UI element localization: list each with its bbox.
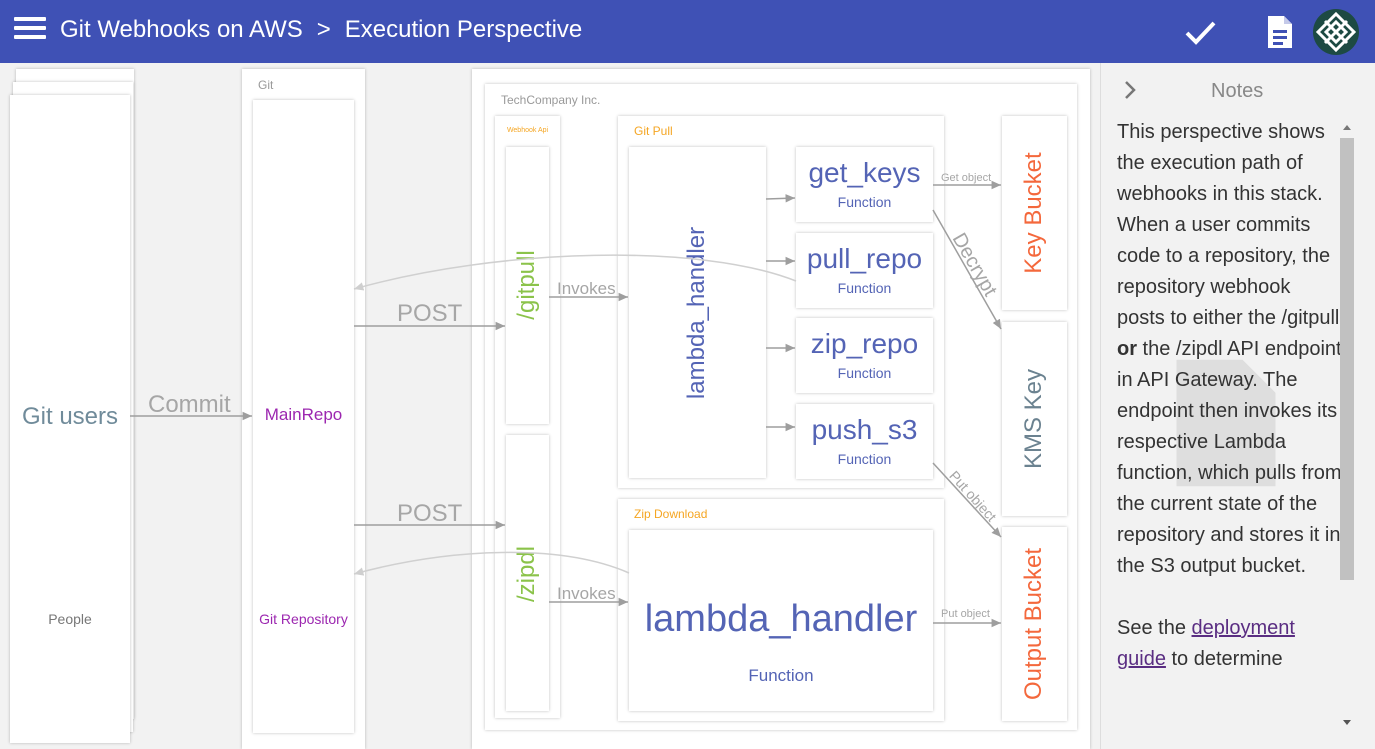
avatar[interactable] <box>1313 9 1359 55</box>
diagram-canvas: Git users People Git MainRepo Git Reposi… <box>0 63 1100 749</box>
function-type: Function <box>837 365 892 381</box>
notes-text: the /zipdl API endpoint in API Gateway. … <box>1117 338 1342 577</box>
notes-text: This perspective shows the execution pat… <box>1117 121 1340 329</box>
webhook-api-label: Webhook Api <box>506 127 549 134</box>
breadcrumb-perspective[interactable]: Execution Perspective <box>344 16 583 43</box>
scroll-up-icon <box>1343 125 1351 130</box>
function-name: pull_repo <box>806 243 923 274</box>
function-type: Function <box>837 194 892 210</box>
output-bucket-label: Output Bucket <box>1020 547 1047 701</box>
zipdl-endpoint[interactable]: /zipdl <box>506 435 549 711</box>
people-type: People <box>48 611 92 627</box>
output-bucket-node[interactable]: Output Bucket <box>1002 527 1067 721</box>
notes-text: to determine <box>1165 648 1283 670</box>
chevron-right-icon[interactable] <box>1121 79 1139 101</box>
people-node[interactable]: Git users People <box>10 95 130 743</box>
function-type: Function <box>837 451 892 467</box>
notes-bold-text: or <box>1117 338 1137 360</box>
document-watermark-icon <box>1176 359 1276 487</box>
edge-label-commit: Commit <box>148 391 231 418</box>
notes-paragraph: See the deployment guide to determine <box>1117 613 1343 675</box>
notes-title: Notes <box>1211 80 1264 102</box>
edge-label-put-object: Put object <box>941 608 990 620</box>
notes-scrollbar[interactable] <box>1338 118 1356 734</box>
key-bucket-label: Key Bucket <box>1020 152 1047 274</box>
gitpull-endpoint-label: /gitpull <box>513 250 540 320</box>
function-name: push_s3 <box>811 414 918 445</box>
zip-download-group-label: Zip Download <box>634 507 708 521</box>
top-app-bar: Git Webhooks on AWS > Execution Perspectiv… <box>0 0 1375 63</box>
breadcrumb-separator: > <box>316 16 331 43</box>
notes-body: This perspective shows the execution pat… <box>1117 117 1343 675</box>
function-name: get_keys <box>808 157 921 188</box>
zip-download-handler-label: lambda_handler <box>644 598 918 640</box>
function-push-s3[interactable]: push_s3 Function <box>796 404 933 479</box>
edge-label-post: POST <box>397 500 463 527</box>
git-pull-lambda-handler[interactable]: lambda_handler <box>629 147 766 478</box>
edge-label-post: POST <box>397 300 463 327</box>
kms-key-label: KMS Key <box>1020 368 1047 470</box>
function-name: zip_repo <box>810 328 919 359</box>
deployment-guide-link[interactable]: deployment <box>1191 617 1295 639</box>
edge-label-get-object: Get object <box>941 172 992 184</box>
zipdl-endpoint-label: /zipdl <box>513 545 540 603</box>
main-repo-type: Git Repository <box>259 611 348 627</box>
notes-text: See the <box>1117 617 1192 639</box>
git-pull-handler-label: lambda_handler <box>683 226 710 400</box>
notes-paragraph: This perspective shows the execution pat… <box>1117 117 1343 582</box>
techcompany-label: TechCompany Inc. <box>501 93 601 107</box>
key-bucket-node[interactable]: Key Bucket <box>1002 116 1067 310</box>
git-pull-group-label: Git Pull <box>634 124 673 138</box>
zip-download-lambda-handler[interactable]: lambda_handler Function <box>629 530 933 711</box>
scroll-down-icon <box>1343 720 1351 725</box>
check-icon[interactable] <box>1180 12 1220 52</box>
notes-panel: Notes This perspective shows the executi… <box>1100 63 1375 749</box>
edge-label-invokes: Invokes <box>557 279 616 298</box>
function-zip-repo[interactable]: zip_repo Function <box>796 318 933 393</box>
deployment-guide-link[interactable]: guide <box>1117 648 1166 670</box>
main-repo-title: MainRepo <box>264 405 343 424</box>
git-container-label: Git <box>258 78 274 92</box>
zip-download-handler-type: Function <box>748 666 814 685</box>
edge-label-invokes: Invokes <box>557 584 616 603</box>
notes-header: Notes <box>1101 63 1375 115</box>
kms-key-node[interactable]: KMS Key <box>1002 322 1067 516</box>
scroll-thumb <box>1340 138 1354 580</box>
menu-icon[interactable] <box>14 17 46 43</box>
function-get-keys[interactable]: get_keys Function <box>796 147 933 222</box>
document-icon[interactable] <box>1260 12 1300 52</box>
main-repo-node[interactable]: MainRepo Git Repository <box>253 100 354 733</box>
gitpull-endpoint[interactable]: /gitpull <box>506 147 549 424</box>
people-title: Git users <box>21 403 119 430</box>
function-pull-repo[interactable]: pull_repo Function <box>796 233 933 308</box>
breadcrumb-app-title[interactable]: Git Webhooks on AWS <box>60 16 303 43</box>
breadcrumb: Git Webhooks on AWS > Execution Perspectiv… <box>60 16 582 44</box>
function-type: Function <box>837 280 892 296</box>
